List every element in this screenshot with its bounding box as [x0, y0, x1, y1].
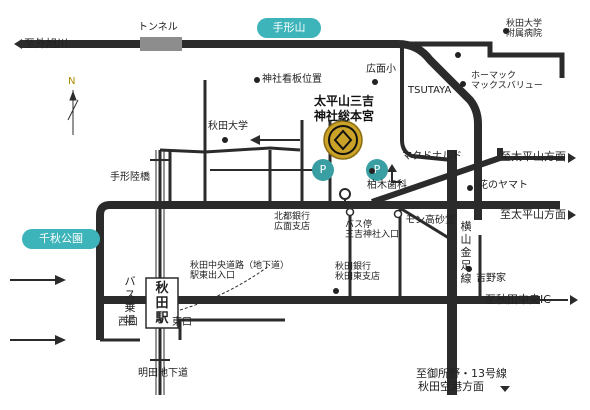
kashiwagi-dental-label: 柏木歯科	[367, 180, 407, 191]
compass-icon	[69, 90, 77, 135]
east-exit-label: 東口	[172, 317, 192, 328]
tegata-rikkyo-label: 手形陸橋	[110, 172, 150, 183]
tsutaya-label: TSUTAYA	[408, 85, 452, 96]
mon-takasagodo-label: モン高砂堂	[405, 215, 455, 226]
to-taiheizan-label-2: 至太平山方面	[500, 208, 566, 221]
yokoyama-kanedashi-label: 横山金足線	[460, 220, 472, 285]
tegatayama-label: 手形山	[257, 18, 321, 38]
akita-univ-hospital-label: 秋田大学 附属病院	[506, 19, 543, 40]
west-exit-label: 西口	[118, 317, 138, 328]
road-west-loop	[96, 201, 111, 340]
mcdonalds-label: マクドナルド	[402, 151, 462, 162]
to-taiheizan-label: 至太平山方面	[500, 150, 566, 163]
tunnel-segment	[140, 37, 182, 51]
to-airport-label: 秋田空港方面	[418, 380, 484, 393]
bus-stop-label: バス停 三吉神社入口	[345, 220, 400, 241]
akita-bank-label: 秋田銀行 秋田東支店	[335, 262, 381, 283]
north-label: N	[68, 76, 76, 87]
akita-underpass-label: 明田地下道	[138, 368, 188, 379]
arrow-left-icon	[14, 39, 22, 49]
to-akita-chuo-ic-label: 至秋田中央IC	[485, 293, 551, 306]
akita-station-label: 秋田駅	[155, 281, 169, 326]
to-goshono-label: 至御所野・13号線	[416, 367, 507, 380]
road-east-exit	[178, 318, 285, 340]
shrine-name-label: 太平山三吉 神社総本宮	[314, 94, 375, 123]
shrine-signboard-label: 神社看板位置	[262, 74, 322, 85]
bus-terminal-label: バス乗場	[124, 275, 136, 327]
to-sotoasahikawa-label: 至外旭川	[24, 37, 68, 50]
tunnel-label: トンネル	[138, 22, 178, 33]
homac-label: ホーマック マックスバリュー	[471, 71, 543, 92]
road-inner	[400, 44, 453, 162]
yoshinoya-label: 吉野家	[476, 273, 506, 284]
road-hospital	[398, 41, 565, 78]
underpass-road-label: 秋田中央道路（地下道） 駅東出入口	[190, 261, 290, 282]
station-block	[145, 277, 179, 329]
hana-no-yamato-label: 花のヤマト	[478, 180, 528, 191]
akita-univ-label: 秋田大学	[208, 121, 248, 132]
parking-icon: P	[366, 159, 388, 181]
hokuto-bank-label: 北都銀行 広面支店	[274, 212, 311, 233]
hiroomote-elementary-label: 広面小	[366, 64, 396, 75]
senshu-park-label: 千秋公園	[22, 229, 100, 249]
parking-icon: P	[312, 159, 334, 181]
